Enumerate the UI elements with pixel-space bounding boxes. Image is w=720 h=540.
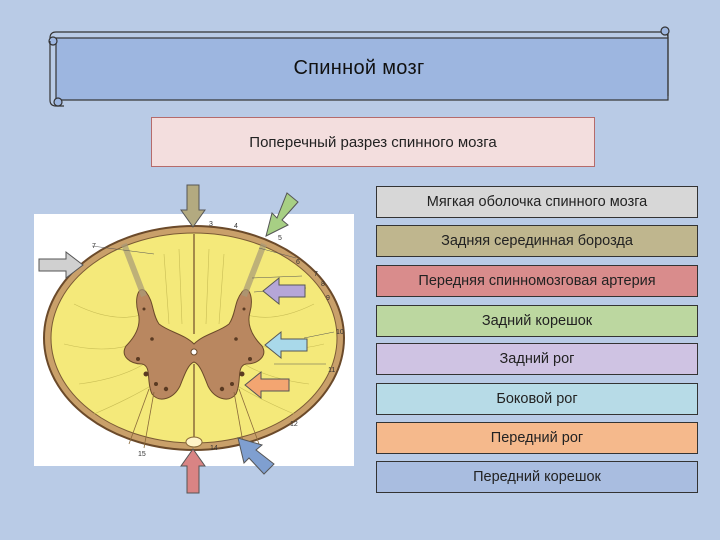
- subtitle-box: Поперечный разрез спинного мозга: [151, 117, 595, 167]
- number-label: 15: [138, 451, 146, 458]
- arrow-diagonal-green-icon: [265, 192, 299, 237]
- number-label: 6: [296, 259, 300, 266]
- arrow-left-cyan-icon: [264, 330, 308, 360]
- number-label: 5: [278, 235, 282, 242]
- arrow-left-purple-icon: [262, 276, 306, 306]
- number-label: 7: [92, 243, 96, 250]
- number-label: 8: [321, 281, 325, 288]
- label-anterior-spinal-artery-text: Передняя спинномозговая артерия: [418, 273, 656, 289]
- label-pia-mater-text: Мягкая оболочка спинного мозга: [426, 194, 648, 210]
- label-anterior-spinal-artery: Передняя спинномозговая артерия: [376, 265, 698, 297]
- arrow-diagonal-blue-icon: [237, 437, 275, 475]
- label-lateral-horn: Боковой рог: [376, 383, 698, 415]
- label-ventral-root: Передний корешок: [376, 461, 698, 493]
- page-title: Спинной мозг: [293, 57, 425, 79]
- label-lateral-horn-text: Боковой рог: [496, 391, 578, 407]
- label-ventral-horn-text: Передний рог: [490, 430, 584, 446]
- spinal-cord-illustration: 3 4 5 6 7 7 8 9 10 11 12 14 15: [34, 214, 354, 466]
- number-label: 3: [209, 221, 213, 228]
- scroll-shape: [48, 26, 670, 107]
- label-dorsal-horn-text: Задний рог: [499, 351, 575, 367]
- label-dorsal-root: Задний корешок: [376, 305, 698, 337]
- number-label: 12: [290, 421, 298, 428]
- label-ventral-root-text: Передний корешок: [473, 469, 601, 485]
- label-posterior-median-sulcus: Задняя серединная борозда: [376, 225, 698, 257]
- arrow-right-grey-icon: [38, 250, 84, 280]
- number-label: 4: [234, 223, 238, 230]
- label-pia-mater: Мягкая оболочка спинного мозга: [376, 186, 698, 218]
- title-banner: Спинной мозг: [44, 26, 674, 108]
- arrow-left-orange-icon: [244, 370, 290, 400]
- label-ventral-horn: Передний рог: [376, 422, 698, 454]
- arrow-down-olive-icon: [180, 184, 206, 228]
- number-label: 7: [314, 271, 318, 278]
- label-posterior-median-sulcus-text: Задняя серединная борозда: [441, 233, 633, 249]
- number-label: 14: [210, 445, 218, 452]
- number-label: 10: [336, 329, 344, 336]
- subtitle-text: Поперечный разрез спинного мозга: [249, 133, 497, 151]
- number-label: 11: [328, 367, 335, 374]
- number-label: 9: [326, 295, 330, 302]
- arrow-up-red-icon: [180, 448, 206, 494]
- label-dorsal-horn: Задний рог: [376, 343, 698, 375]
- label-dorsal-root-text: Задний корешок: [481, 313, 593, 329]
